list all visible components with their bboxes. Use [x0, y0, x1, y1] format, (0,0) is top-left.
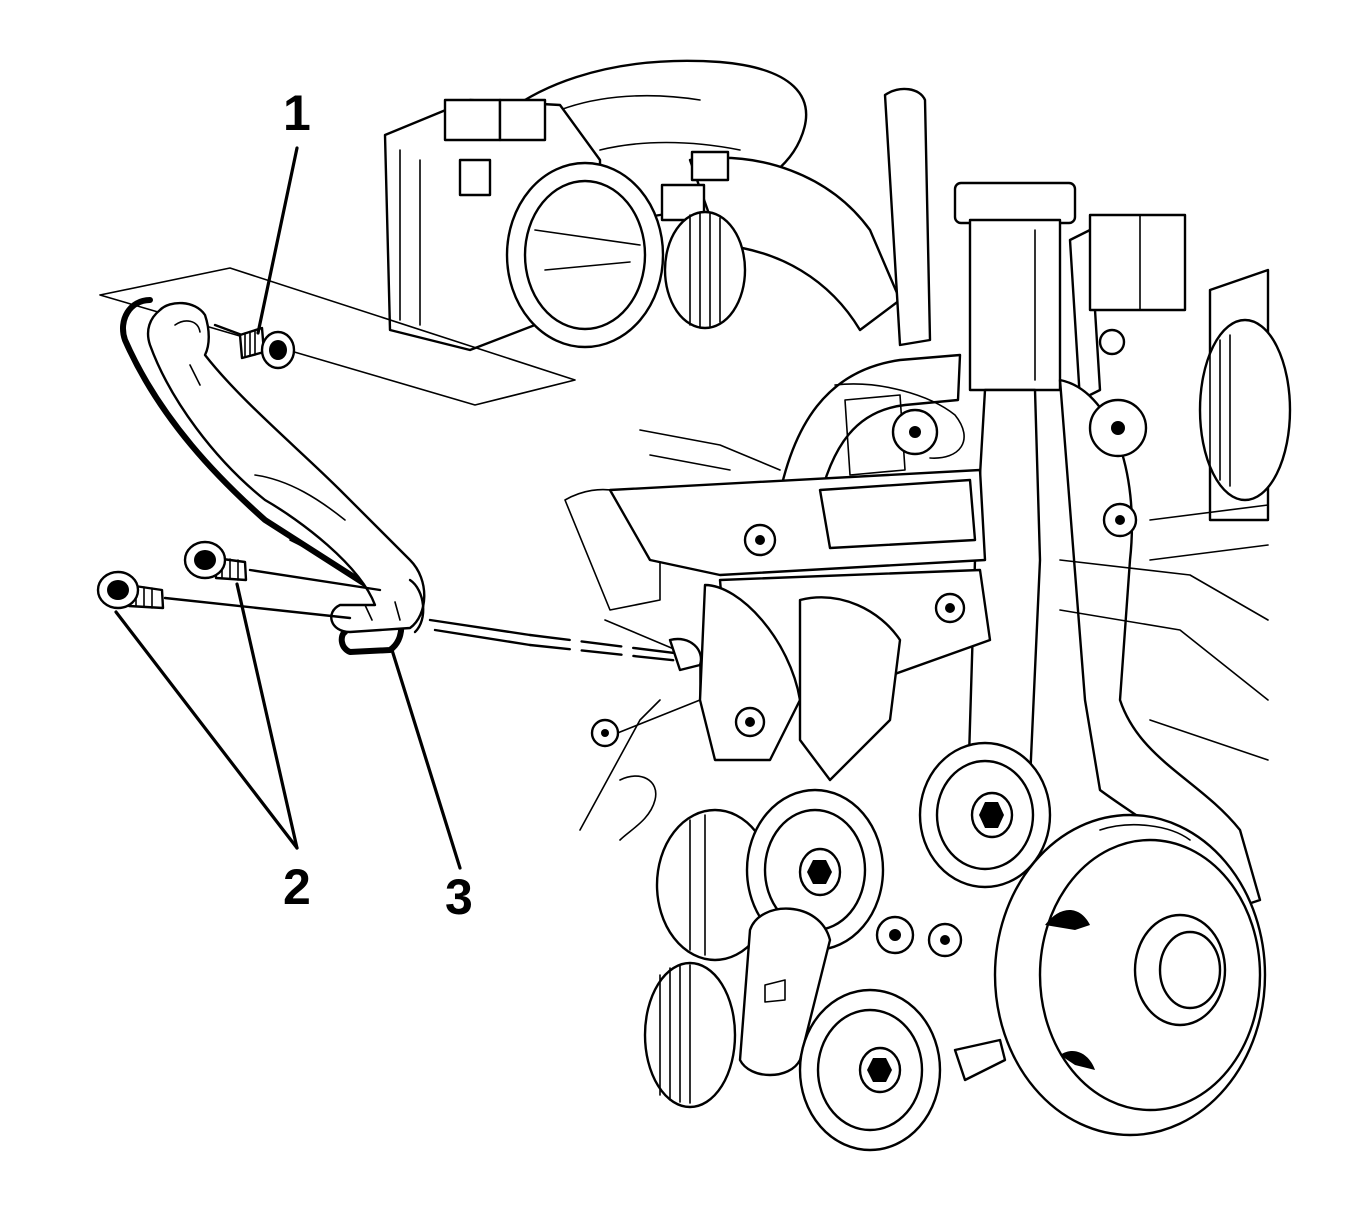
bolt-2-lower — [96, 570, 352, 620]
right-accessory — [1088, 213, 1292, 561]
throttle-body — [383, 98, 747, 352]
leader-3 — [390, 648, 462, 870]
tensioner-pulley — [655, 788, 885, 1077]
install-path — [428, 618, 703, 672]
leader-lines — [114, 146, 462, 870]
idler-pulley-top — [918, 741, 1052, 889]
callout-3: 3 — [445, 869, 473, 925]
callout-2: 2 — [283, 859, 311, 915]
lower-pulleys — [643, 915, 1007, 1152]
bracket — [120, 297, 426, 655]
bolt-1 — [213, 323, 296, 370]
engine-block — [564, 394, 1269, 841]
crank-balancer — [993, 813, 1267, 1137]
callout-1: 1 — [283, 85, 311, 141]
leader-2a — [114, 610, 299, 850]
mounting-plane — [99, 267, 576, 406]
leader-2b — [235, 582, 299, 850]
oil-filler — [953, 181, 1102, 402]
bolt-2-upper — [183, 540, 382, 592]
leader-1 — [256, 146, 299, 335]
